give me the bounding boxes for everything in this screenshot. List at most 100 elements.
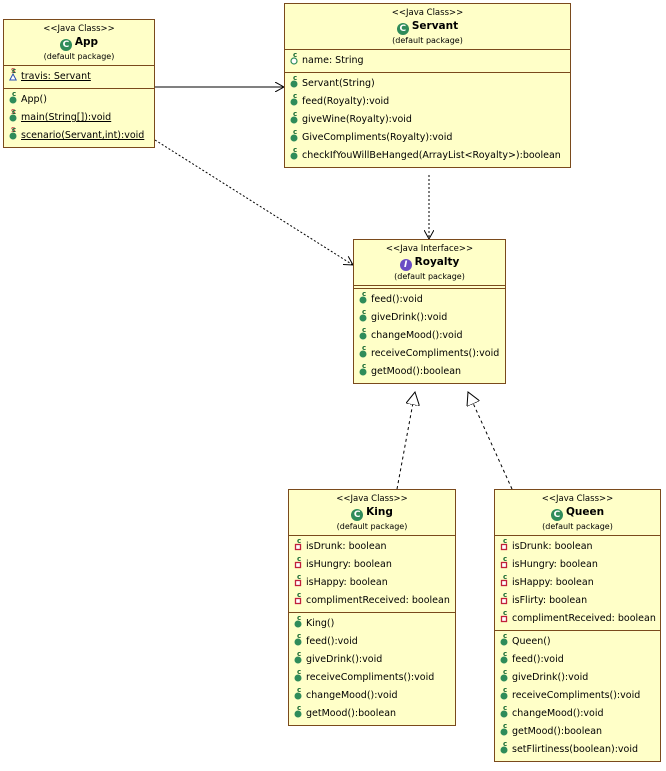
constructor-modifier-icon: c [293,128,298,136]
private-square-icon [500,615,508,623]
class-badge-icon: C [396,23,409,35]
public-circle-icon [500,674,508,682]
package-circle-icon [290,57,298,65]
stereotype-label: <<Java Class>> [391,8,464,18]
method-text: changeMood():void [306,690,398,701]
constructor-modifier-icon: c [362,308,367,316]
method-text: feed():void [371,294,423,305]
class-name: Servant [411,20,459,32]
field-text: isDrunk: boolean [512,541,593,552]
constructor-modifier-icon: c [297,686,302,694]
constructor-modifier-icon: c [293,74,298,82]
field-row[interactable]: c isDrunk: boolean [495,537,660,556]
method-text: Queen() [512,636,551,647]
method-text: receiveCompliments():void [371,348,500,359]
class-name: App [74,36,99,48]
method-text: getMood():boolean [306,708,397,719]
constructor-modifier-icon: c [503,704,508,712]
constructor-modifier-icon: c [297,614,302,622]
interface-badge-icon: I [399,259,412,271]
method-text: GiveCompliments(Royalty):void [302,132,453,143]
public-circle-icon [500,656,508,664]
package-label: (default package) [336,522,408,531]
constructor-modifier-icon: c [12,126,17,134]
method-text: Servant(String) [302,78,375,89]
stereotype-label: <<Java Class>> [336,494,408,504]
private-square-icon [294,597,302,605]
method-row[interactable]: c feed(Royalty):void [285,92,570,111]
constructor-modifier-icon: c [362,326,367,334]
constructor-modifier-icon: c [503,537,508,545]
constructor-modifier-icon: c [503,686,508,694]
method-text: receiveCompliments():void [306,672,435,683]
method-row[interactable]: c changeMood():void [289,686,455,705]
public-circle-icon [294,656,302,664]
public-circle-icon [359,332,367,340]
field-text: isHappy: boolean [306,577,388,588]
private-square-icon [500,543,508,551]
method-text: scenario(Servant,int):void [21,130,145,141]
stereotype-label: <<Java Class>> [541,494,614,504]
method-row[interactable]: c giveDrink():void [354,308,505,327]
method-text: getMood():boolean [371,366,462,377]
public-circle-icon [294,638,302,646]
private-square-icon [500,597,508,605]
method-text: King() [306,618,335,629]
realization-queen-royalty [468,392,513,490]
constructor-modifier-icon: c [12,108,17,116]
field-text: isFlirty: boolean [512,595,588,606]
constructor-modifier-icon: c [503,722,508,730]
public-circle-icon [9,96,17,104]
public-circle-icon [294,620,302,628]
constructor-modifier-icon: c [293,92,298,100]
method-text: feed(Royalty):void [302,96,390,107]
method-text: giveDrink():void [371,312,448,323]
public-circle-icon [500,728,508,736]
private-square-icon [294,579,302,587]
constructor-modifier-icon: c [297,650,302,658]
field-text: complimentReceived: boolean [512,613,656,624]
